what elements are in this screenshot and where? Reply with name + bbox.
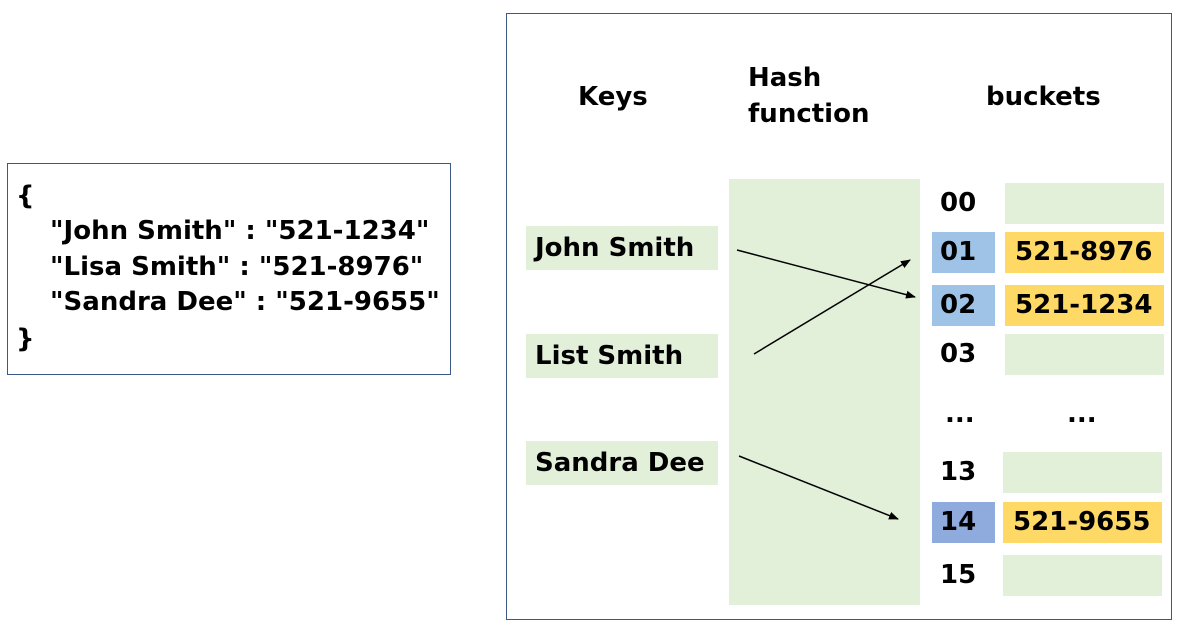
arrow-sandra-dee-to-14 [738,455,899,520]
bucket-index-00: 00 [940,188,977,218]
arrow-list-smith-to-01 [753,259,911,355]
bucket-value-03 [1005,334,1164,375]
bucket-index-01: 01 [932,232,995,273]
bucket-index-13: 13 [940,457,977,487]
hash-header-line1: Hash [748,63,822,93]
key-john-smith: John Smith [526,226,718,270]
bucket-index-14: 14 [932,502,995,543]
hash-function-column [729,179,920,605]
json-object-box [7,163,451,375]
bucket-value-15 [1003,555,1162,596]
buckets-header: buckets [986,82,1101,112]
json-close-brace: } [16,324,35,354]
bucket-value-ellipsis: ... [1067,399,1097,429]
hash-header-line2: function [748,99,870,129]
bucket-value-00 [1005,183,1164,224]
key-sandra-dee: Sandra Dee [526,441,718,485]
json-entry-lisa: "Lisa Smith" : "521-8976" [50,252,424,282]
keys-header: Keys [578,82,648,112]
bucket-value-02: 521-1234 [1005,285,1164,326]
bucket-index-15: 15 [940,560,977,590]
bucket-index-ellipsis: ... [945,399,975,429]
bucket-index-02: 02 [932,285,995,326]
bucket-value-14: 521-9655 [1003,502,1162,543]
bucket-index-03: 03 [940,339,977,369]
key-list-smith: List Smith [526,334,718,378]
bucket-value-01: 521-8976 [1005,232,1164,273]
json-open-brace: { [16,181,35,211]
json-entry-sandra: "Sandra Dee" : "521-9655" [50,287,440,317]
json-entry-john: "John Smith" : "521-1234" [50,216,430,246]
bucket-value-13 [1003,452,1162,493]
arrow-john-smith-to-02 [736,249,916,299]
